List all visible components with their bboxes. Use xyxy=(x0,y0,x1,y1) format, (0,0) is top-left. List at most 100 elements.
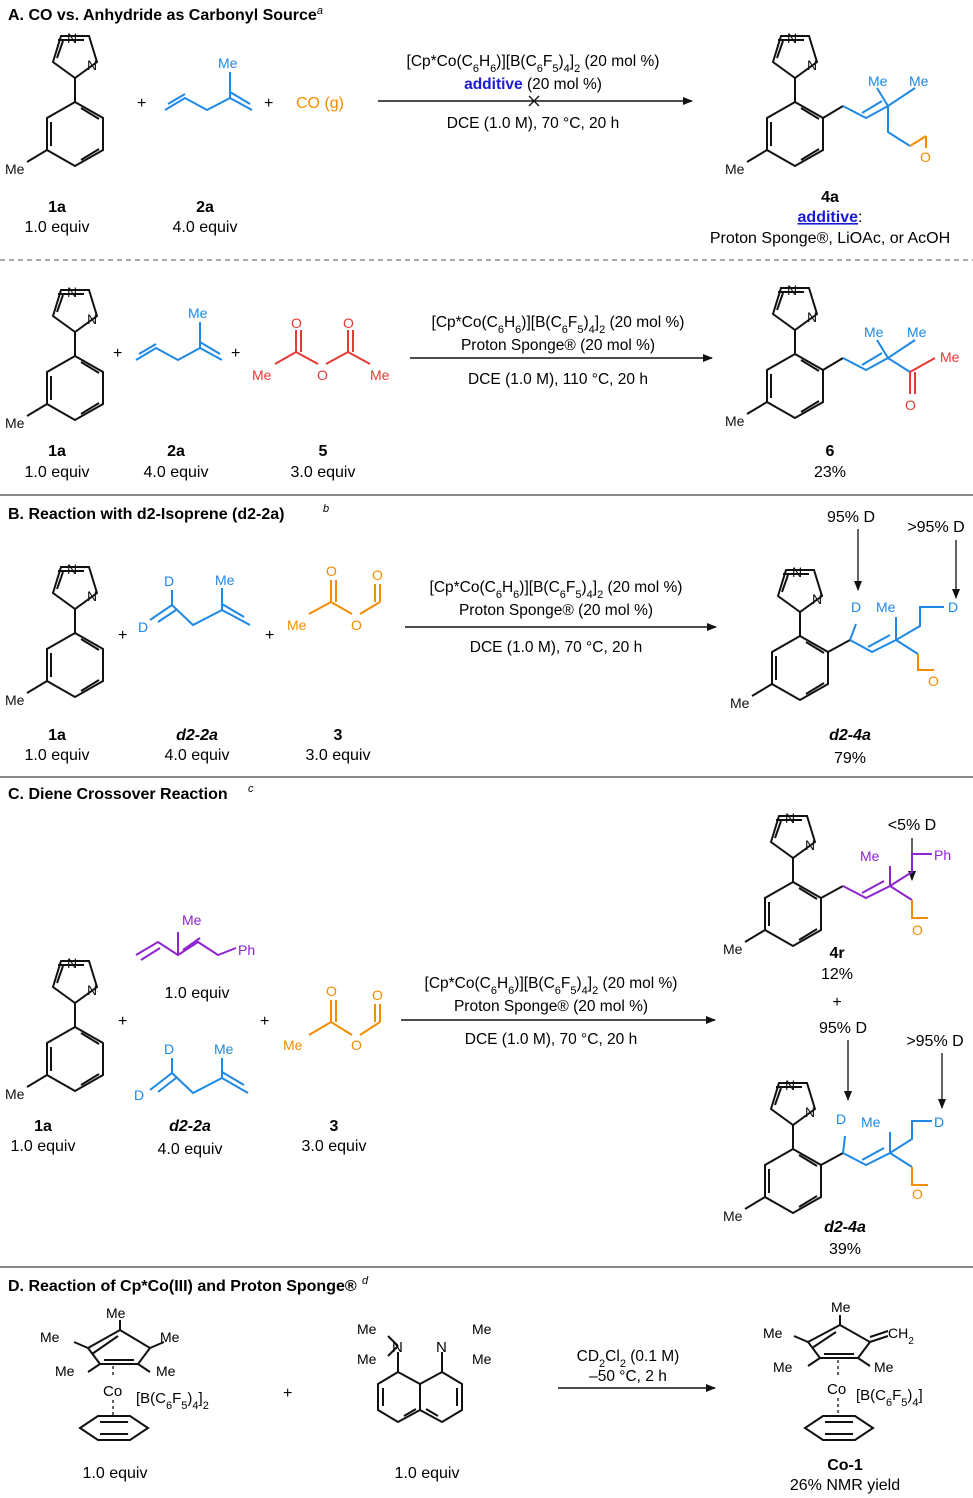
svg-text:Me: Me xyxy=(5,415,25,431)
product-4a-label: 4a xyxy=(821,189,839,206)
compound-1a-label: 1a xyxy=(48,199,66,216)
co-gas: CO (g) xyxy=(296,95,344,112)
svg-text:Me: Me xyxy=(723,1208,743,1224)
svg-text:N: N xyxy=(807,309,817,325)
anhydride-o3: O xyxy=(351,1037,362,1053)
product-4r-label: 4r xyxy=(829,945,844,962)
cp-me: Me xyxy=(763,1325,783,1341)
cp-me: Me xyxy=(160,1329,180,1345)
d-incorporation-label: >95% D xyxy=(906,1033,963,1050)
conditions-solvent: DCE (1.0 M), 70 °C, 20 h xyxy=(465,1031,637,1048)
compound-d2-2a-equiv: 4.0 equiv xyxy=(165,747,230,764)
product-6-label: 6 xyxy=(826,443,835,460)
conditions-catalyst: [Cp*Co(C6H6)][B(C6F5)4]2 (20 mol %) xyxy=(430,579,683,601)
product-d2-4a-label: d2-4a xyxy=(824,1219,866,1236)
plus-sign: + xyxy=(113,345,122,362)
compound-3-label: 3 xyxy=(330,1118,339,1135)
d-incorporation-label: >95% D xyxy=(907,519,964,536)
exocyclic-ch2: CH2 xyxy=(888,1325,914,1347)
diene-equiv: 1.0 equiv xyxy=(165,985,230,1002)
cp-me: Me xyxy=(874,1359,894,1375)
conditions-solvent: DCE (1.0 M), 110 °C, 20 h xyxy=(468,371,648,388)
n-methyl: Me xyxy=(357,1321,377,1337)
nitrogen-atom: N xyxy=(436,1339,447,1356)
n-methyl: Me xyxy=(472,1351,492,1367)
diene-ph: Ph xyxy=(238,942,255,958)
section-b-title: B. Reaction with d2-Isoprene (d2-2a) xyxy=(8,506,284,523)
product-4a-chain xyxy=(822,87,927,148)
footnote-d: d xyxy=(362,1275,369,1287)
compound-5-label: 5 xyxy=(319,443,328,460)
d-incorporation-label: 95% D xyxy=(827,509,875,526)
isoprene-me: Me xyxy=(188,305,208,321)
svg-text:Me: Me xyxy=(725,413,745,429)
anhydride-me1: Me xyxy=(252,367,272,383)
product-4r-structure: N N Me xyxy=(723,810,822,957)
compound-1a-equiv: 1.0 equiv xyxy=(25,747,90,764)
compound-d2-2a-label: d2-2a xyxy=(169,1118,211,1135)
footnote-b: b xyxy=(323,503,329,515)
isoprene-me: Me xyxy=(214,1041,234,1057)
plus-sign: + xyxy=(231,345,240,362)
acetic-formic-anhydride-structure xyxy=(308,1000,381,1036)
cp-me: Me xyxy=(40,1329,60,1345)
product-me: Me xyxy=(861,1114,881,1130)
proton-sponge-structure xyxy=(377,1335,463,1424)
conditions-catalyst: [Cp*Co(C6H6)][B(C6F5)4]2 (20 mol %) xyxy=(407,53,660,75)
cp-me: Me xyxy=(156,1363,176,1379)
compound-1a-equiv: 1.0 equiv xyxy=(25,219,90,236)
svg-text:Me: Me xyxy=(723,941,743,957)
product-d2-4a-structure: N N Me xyxy=(730,564,829,711)
conditions-additive: additive (20 mol %) xyxy=(464,76,602,93)
svg-text:N: N xyxy=(812,591,822,607)
product-co-1-label: Co-1 xyxy=(827,1457,863,1474)
compound-3-label: 3 xyxy=(334,727,343,744)
nitrogen-atom: N xyxy=(392,1339,403,1356)
product-6-chain xyxy=(822,339,936,394)
co-1-structure xyxy=(793,1315,889,1441)
svg-text:N: N xyxy=(805,1104,815,1120)
deuterium-label: D xyxy=(138,619,148,635)
reactant-equiv: 1.0 equiv xyxy=(395,1465,460,1482)
deuterium-label: D xyxy=(836,1111,846,1127)
compound-1a-structure: N N Me xyxy=(5,561,104,708)
plus-sign: + xyxy=(137,95,146,112)
plus-sign: + xyxy=(264,95,273,112)
product-co-1-yield: 26% NMR yield xyxy=(790,1477,900,1494)
product-o: O xyxy=(928,673,939,689)
product-6-o: O xyxy=(905,397,916,413)
anhydride-o1: O xyxy=(326,983,337,999)
compound-2a-equiv: 4.0 equiv xyxy=(173,219,238,236)
section-d-title: D. Reaction of Cp*Co(III) and Proton Spo… xyxy=(8,1278,357,1295)
product-me: Me xyxy=(876,599,896,615)
svg-text:N: N xyxy=(87,982,97,998)
product-4a-structure: N N Me xyxy=(725,30,824,177)
isoprene-structure xyxy=(135,322,223,362)
svg-text:N: N xyxy=(785,810,795,826)
blocked-cross xyxy=(528,95,540,107)
product-6-me3: Me xyxy=(940,349,960,365)
compound-3-equiv: 3.0 equiv xyxy=(306,747,371,764)
product-4a-me2: Me xyxy=(909,73,929,89)
product-ph: Ph xyxy=(934,847,951,863)
deuterium-label: D xyxy=(934,1114,944,1130)
svg-text:N: N xyxy=(67,955,77,971)
product-d2-4a-structure: N N Me xyxy=(723,1077,822,1224)
product-d2-4a-yield: 39% xyxy=(829,1241,861,1258)
acetic-anhydride-structure xyxy=(274,330,371,365)
isoprene-me: Me xyxy=(215,572,235,588)
acetic-formic-anhydride-structure xyxy=(308,580,381,615)
compound-1a-label: 1a xyxy=(34,1118,52,1135)
cp-me: Me xyxy=(55,1363,75,1379)
svg-text:N: N xyxy=(87,57,97,73)
cobalt-atom: Co xyxy=(827,1381,846,1398)
compound-d2-2a-equiv: 4.0 equiv xyxy=(158,1141,223,1158)
svg-text:N: N xyxy=(87,311,97,327)
compound-2a-equiv: 4.0 equiv xyxy=(144,464,209,481)
cobalt-atom: Co xyxy=(103,1383,122,1400)
d2-isoprene-structure xyxy=(149,588,251,627)
anhydride-me: Me xyxy=(287,617,307,633)
conditions-base: Proton Sponge® (20 mol %) xyxy=(459,602,653,619)
n-methyl: Me xyxy=(357,1351,377,1367)
product-4a-me1: Me xyxy=(868,73,888,89)
